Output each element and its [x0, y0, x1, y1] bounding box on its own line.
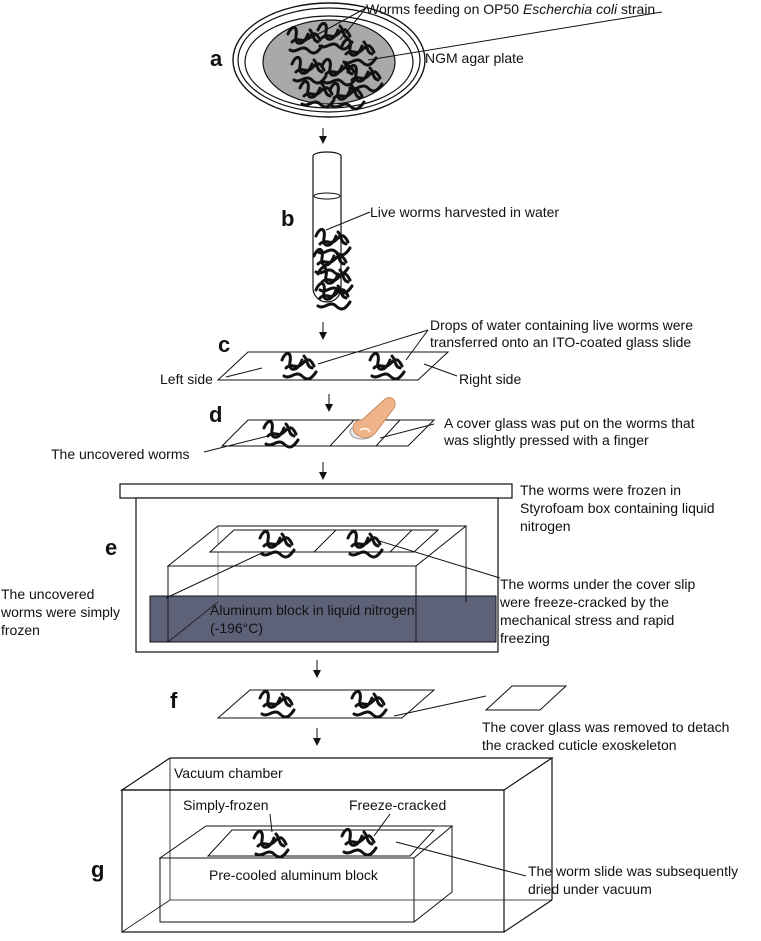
step-letter-f: f: [170, 688, 178, 713]
drops-label-line1: Drops of water containing live worms wer…: [430, 317, 693, 333]
uncovered-worms-label: The uncovered worms: [51, 446, 190, 462]
cover-removed-label-line1: The cover glass was removed to detach: [482, 719, 730, 735]
frozen-label-line1: The worms were frozen in: [520, 482, 682, 498]
step-letter-b: b: [281, 206, 295, 231]
removed-cover-glass: [484, 685, 568, 711]
precooled-block-label: Pre-cooled aluminum block: [209, 867, 378, 883]
dried-label-line2: dried under vacuum: [528, 881, 652, 897]
uncovered-frozen-label-line2: worms were simply: [1, 604, 121, 620]
freeze-cracked-label-line4: freezing: [500, 630, 550, 646]
step-letter-a: a: [210, 46, 223, 71]
aluminum-block-label-line2: (-196°C): [210, 620, 264, 636]
right-side-label: Right side: [459, 371, 522, 387]
cover-glass-label-line2: was slightly pressed with a finger: [444, 432, 649, 448]
styrofoam-box: [119, 483, 513, 653]
test-tube: [312, 151, 371, 311]
vacuum-chamber: [120, 757, 554, 933]
ngm-plate-label: NGM agar plate: [425, 50, 524, 66]
step-letter-e: e: [105, 535, 118, 560]
aluminum-block-label-line1: Aluminum block in liquid nitrogen: [210, 602, 415, 618]
finger-icon: [352, 397, 396, 439]
dried-label-line1: The worm slide was subsequently: [528, 863, 739, 879]
uncovered-frozen-label-line3: frozen: [1, 622, 40, 638]
simply-frozen-label: Simply-frozen: [183, 797, 269, 813]
step-letter-g: g: [91, 857, 105, 882]
slide-f: [216, 685, 568, 719]
liquid-nitrogen: [149, 595, 497, 643]
frozen-label-line3: nitrogen: [520, 518, 571, 534]
uncovered-frozen-label-line1: The uncovered: [1, 586, 95, 602]
frozen-label-line2: Styrofoam box containing liquid: [520, 500, 715, 516]
slide-c: [216, 329, 458, 381]
freeze-cracked-label-line3: mechanical stress and rapid: [500, 612, 675, 628]
freeze-cracked-label-line2: were freeze-cracked by the: [500, 594, 669, 610]
drops-label-line2: transferred onto an ITO-coated glass sli…: [430, 334, 692, 350]
step-letter-c: c: [218, 332, 231, 357]
left-side-label: Left side: [160, 371, 213, 387]
petri-dish: [232, 2, 426, 118]
freeze-cracked-label-line1: The worms under the cover slip: [500, 576, 696, 592]
harvested-label: Live worms harvested in water: [370, 204, 560, 220]
worms-feeding-label: Worms feeding on OP50 Escherchia coli st…: [366, 1, 656, 17]
vacuum-chamber-label: Vacuum chamber: [174, 765, 283, 781]
cover-removed-label-line2: the cracked cuticle exoskeleton: [482, 737, 677, 753]
cover-glass-label-line1: A cover glass was put on the worms that: [444, 415, 695, 431]
slide-d: [203, 397, 436, 453]
step-letter-d: d: [209, 402, 223, 427]
freeze-cracked-label: Freeze-cracked: [349, 797, 447, 813]
